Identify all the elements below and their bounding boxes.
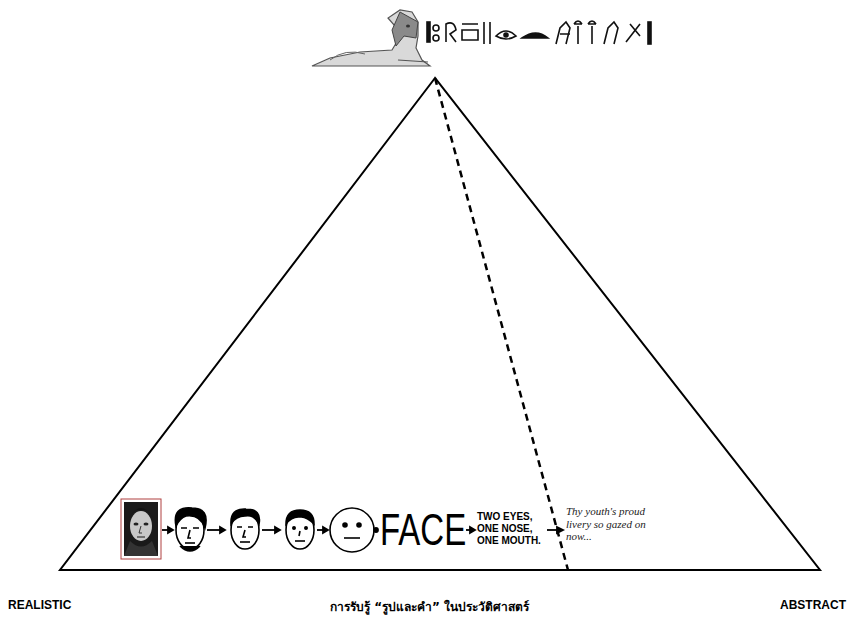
photo-face [121, 499, 161, 559]
description-text: TWO EYES, ONE NOSE, ONE MOUTH. [477, 511, 545, 547]
triangle [60, 78, 820, 570]
drawn-faces [175, 508, 374, 552]
sphinx [312, 10, 430, 66]
hieroglyphs [427, 21, 651, 44]
dashed-line [435, 78, 568, 570]
word-face: FACE [380, 508, 466, 552]
end-label: REALISTIC [8, 598, 71, 612]
caption: การรับรู้ “รูปและคำ” ในประวัติศาสตร์ [330, 597, 529, 616]
handwritten-text: Thy youth's proud livery so gazed on now… [566, 505, 648, 543]
end-label: ABSTRACT [780, 598, 846, 612]
